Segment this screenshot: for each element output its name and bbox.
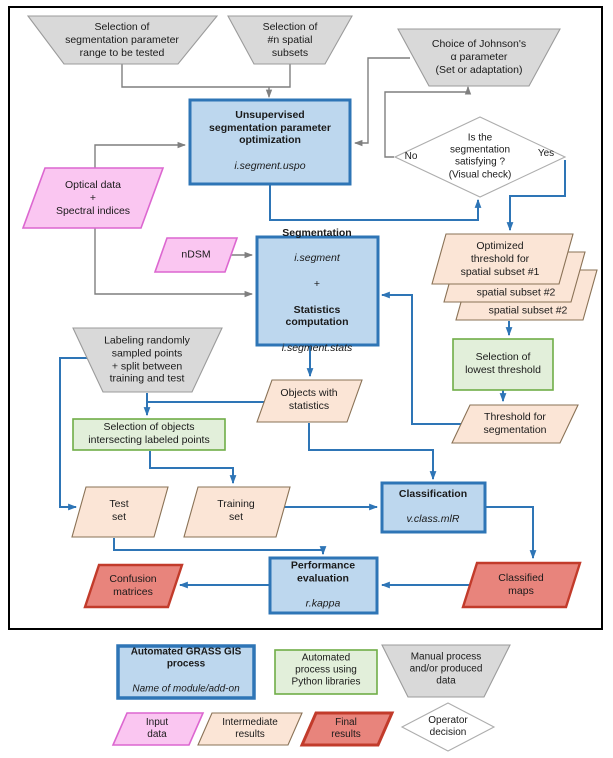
classification-label: Classification v.class.mlR <box>399 475 467 539</box>
edge-johnson-to-uspo <box>353 57 410 147</box>
legend-manual-label: Manual process and/or produced data <box>409 651 483 688</box>
legend-input-parallelogram <box>111 712 205 746</box>
legend-final-parallelogram <box>299 711 395 747</box>
diagram-frame <box>8 6 603 630</box>
node-decision-diamond <box>393 116 567 198</box>
uspo-title: Unsupervised segmentation parameter opti… <box>209 109 331 147</box>
node-intersect-box <box>72 418 226 451</box>
node-johnson-trapezoid <box>397 28 561 87</box>
segmentation-label: Segmentation i.segment + Statistics comp… <box>282 214 353 368</box>
edge-trapezoids-merge <box>121 64 291 88</box>
intersect-label: Selection of objects intersecting labele… <box>88 421 210 446</box>
objects-stats-label: Objects with statistics <box>280 387 338 412</box>
threshold-segmentation-label: Threshold for segmentation <box>483 411 547 436</box>
edge-classification-to-maps <box>485 506 537 560</box>
edge-optical-to-uspo <box>94 141 187 168</box>
optical-label: Optical data + Spectral indices <box>55 178 131 217</box>
threshold-subset2-label: spatial subset #2 <box>476 286 556 299</box>
node-lowest-threshold-box <box>452 338 554 391</box>
decision-no-label: No <box>404 150 418 162</box>
node-objects-stats-parallelogram <box>256 379 363 423</box>
node-threshold-segmentation-parallelogram <box>451 404 579 444</box>
edge-optical-to-segmentation <box>94 228 254 298</box>
node-threshold-subset1-parallelogram <box>431 233 574 285</box>
legend-grass-box <box>116 644 256 700</box>
legend-intermediate-label: Intermediate results <box>222 716 278 740</box>
legend-python-box <box>274 649 378 695</box>
edge-intersect-to-training <box>149 451 237 485</box>
legend-final-label: Final results <box>331 716 361 740</box>
node-test-set-parallelogram <box>71 486 169 538</box>
node-labeling-trapezoid <box>72 327 223 393</box>
johnson-label: Choice of Johnson's α parameter (Set or … <box>431 37 527 76</box>
segmentation-module: i.segment <box>294 252 340 265</box>
edge-labeling-to-test <box>59 357 87 511</box>
statistics-title: Statistics computation <box>285 303 349 329</box>
edge-test-to-performance <box>113 538 327 556</box>
edge-no-to-johnson <box>384 85 472 158</box>
labeling-label: Labeling randomly sampled points + split… <box>104 334 190 385</box>
confusion-label: Confusion matrices <box>109 573 157 598</box>
threshold-subset3-label: spatial subset #2 <box>488 304 568 317</box>
legend-grass-title: Automated GRASS GIS process <box>130 646 242 670</box>
legend-grass-module: Name of module/add-on <box>132 683 240 695</box>
uspo-label: Unsupervised segmentation parameter opti… <box>209 96 331 186</box>
legend-operator-diamond <box>400 702 496 752</box>
node-param-range-trapezoid <box>26 15 219 65</box>
test-set-label: Test set <box>109 498 129 523</box>
decision-label: Is the segmentation satisfying ? (Visual… <box>448 132 512 181</box>
threshold-subset1-label: Optimized threshold for spatial subset #… <box>460 239 540 278</box>
classification-module: v.class.mlR <box>406 513 460 526</box>
legend-intermediate-parallelogram <box>197 712 303 746</box>
legend-python-label: Automated process using Python libraries <box>291 652 361 689</box>
classified-maps-label: Classified maps <box>498 572 544 597</box>
statistics-module: i.segment.stats <box>281 342 353 355</box>
edge-uspo-to-decision <box>269 184 482 221</box>
node-segmentation-box <box>255 235 380 347</box>
legend-input-label: Input data <box>145 716 169 740</box>
param-range-label: Selection of segmentation parameter rang… <box>65 20 179 59</box>
node-confusion-parallelogram <box>83 563 184 609</box>
legend-manual-trapezoid <box>381 644 511 698</box>
node-spatial-subsets-trapezoid <box>227 15 353 65</box>
ndsm-label: nDSM <box>181 248 211 261</box>
uspo-module: i.segment.uspo <box>234 160 306 173</box>
lowest-threshold-label: Selection of lowest threshold <box>465 351 541 376</box>
decision-yes-label: Yes <box>537 147 555 159</box>
spatial-subsets-label: Selection of #n spatial subsets <box>262 20 318 59</box>
segmentation-plus: + <box>313 278 321 291</box>
node-ndsm-parallelogram <box>153 237 239 273</box>
segmentation-title: Segmentation <box>282 227 352 240</box>
training-set-label: Training set <box>217 498 255 523</box>
edge-objects-to-classification <box>308 423 437 481</box>
legend-operator-label: Operator decision <box>428 714 468 738</box>
legend-grass-label: Automated GRASS GIS process Name of modu… <box>131 634 242 707</box>
node-training-set-parallelogram <box>183 486 291 538</box>
node-classification-box <box>380 481 487 534</box>
performance-label: Performance evaluation r.kappa <box>291 547 355 624</box>
edge-yes-to-thresholds <box>506 160 566 232</box>
node-uspo-box <box>188 98 352 186</box>
node-performance-box <box>268 556 379 615</box>
performance-title: Performance evaluation <box>290 559 356 585</box>
performance-module: r.kappa <box>305 597 341 610</box>
classification-title: Classification <box>398 487 468 500</box>
node-classified-maps-parallelogram <box>461 561 582 609</box>
node-optical-parallelogram <box>21 167 165 229</box>
edge-threshold-to-segmentation <box>380 291 461 425</box>
